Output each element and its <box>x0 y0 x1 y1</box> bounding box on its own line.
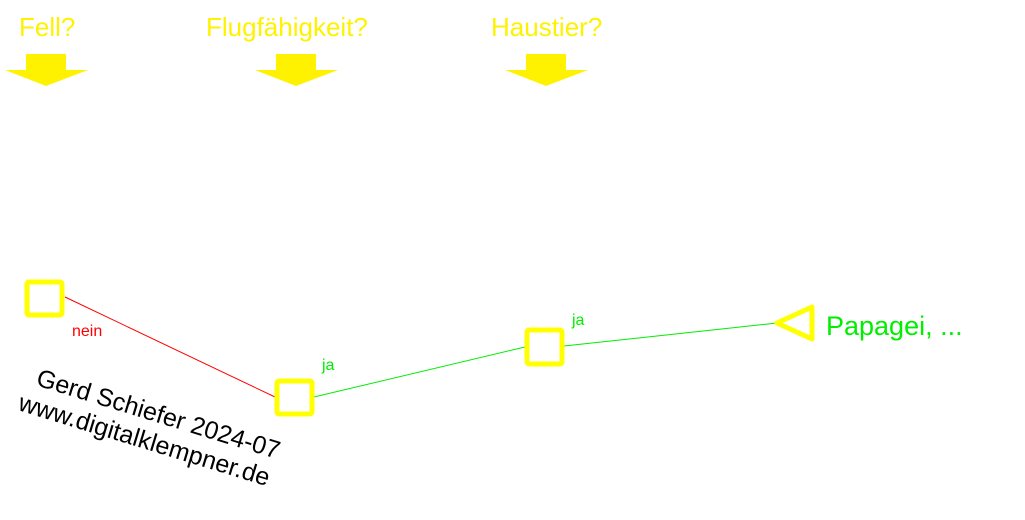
edge-line-ja <box>563 322 778 347</box>
down-arrow-icon <box>255 54 338 86</box>
leaf-triangle-icon <box>774 304 815 342</box>
decision-node-fell <box>24 279 65 318</box>
edge-line-nein <box>64 296 276 398</box>
question-haustier: Haustier? <box>491 12 602 42</box>
edge-label-ja: ja <box>571 312 585 329</box>
down-arrow-icon <box>505 54 588 86</box>
leaf-label: Papagei, ... <box>826 311 963 341</box>
down-arrow-icon <box>5 54 88 86</box>
credit-block: Gerd Schiefer 2024-07 www.digitalklempne… <box>14 364 283 492</box>
edge-label-nein: nein <box>72 323 102 340</box>
question-flugfaehigkeit: Flugfähigkeit? <box>206 12 368 42</box>
decision-node-haustier <box>524 327 565 367</box>
decision-node-flugfaehigkeit <box>274 378 315 417</box>
edge-line-ja <box>313 346 526 398</box>
edge-label-ja: ja <box>321 357 335 374</box>
question-fell: Fell? <box>19 12 75 42</box>
